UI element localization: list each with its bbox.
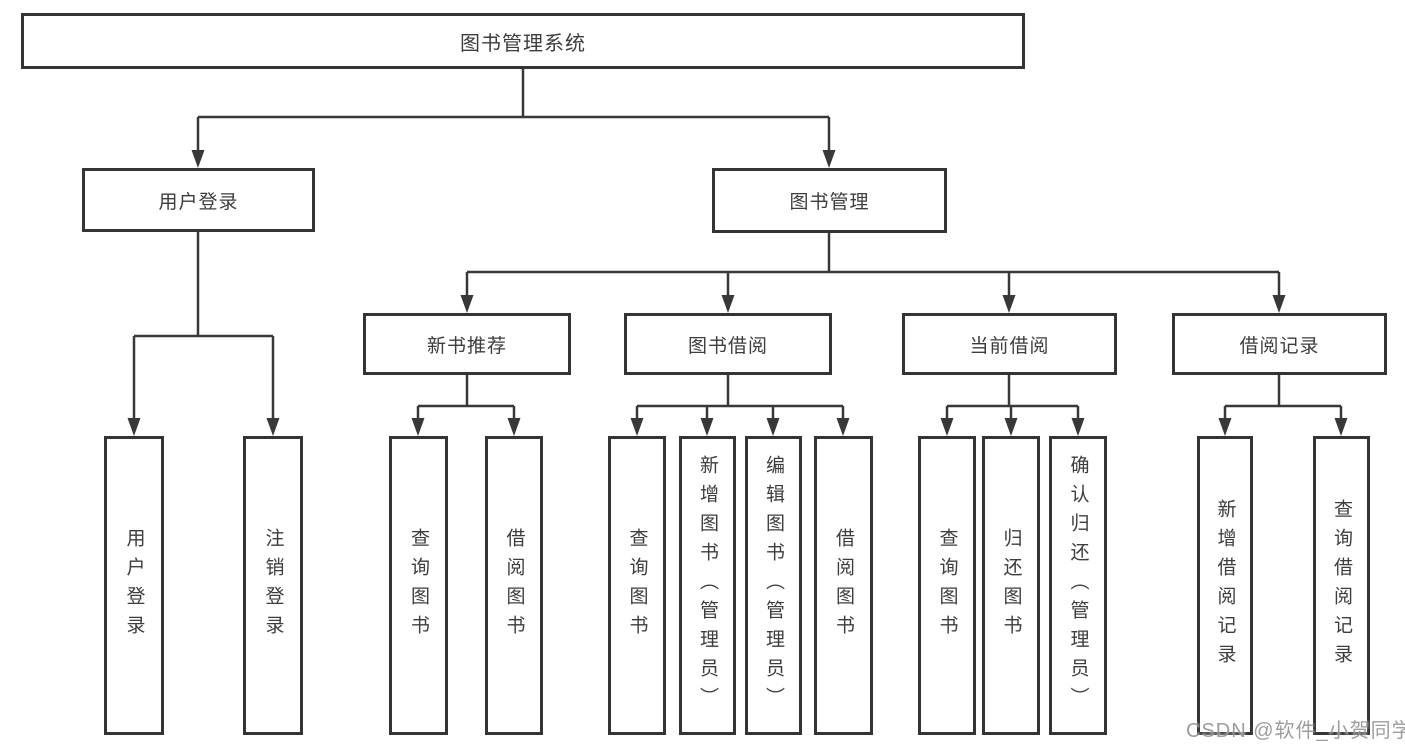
connector-new-book-recommend-children (411, 375, 521, 436)
leaf-borrowing-add-books-admin-label: 新增图书（管理员） (697, 455, 718, 716)
connector-book-management-children (460, 233, 1286, 313)
leaf-borrowing-borrow-books-label: 借阅图书 (833, 527, 854, 644)
node-book-borrowing-label: 图书借阅 (687, 335, 768, 357)
connector-borrowing-records-children (1218, 375, 1348, 436)
leaf-recommend-query-books: 查询图书 (389, 436, 448, 735)
connector-root-to-level2 (191, 69, 836, 168)
leaf-current-confirm-return-admin-label: 确认归还（管理员） (1067, 455, 1089, 716)
leaf-records-add-record: 新增借阅记录 (1197, 436, 1253, 735)
node-book-management: 图书管理 (712, 168, 947, 233)
node-borrowing-records: 借阅记录 (1172, 313, 1387, 375)
leaf-records-query-record: 查询借阅记录 (1313, 436, 1370, 735)
leaf-user-login-label: 用户登录 (123, 527, 145, 644)
node-book-management-label: 图书管理 (789, 192, 870, 213)
leaf-borrowing-borrow-books: 借阅图书 (814, 436, 873, 735)
leaf-recommend-borrow-books: 借阅图书 (485, 436, 543, 735)
leaf-borrowing-edit-books-admin: 编辑图书（管理员） (745, 436, 802, 735)
node-new-book-recommend-label: 新书推荐 (426, 335, 507, 357)
node-borrowing-records-label: 借阅记录 (1239, 335, 1320, 357)
node-current-borrowing-label: 当前借阅 (969, 335, 1050, 357)
node-new-book-recommend: 新书推荐 (363, 313, 571, 375)
node-user-login-label: 用户登录 (158, 191, 239, 213)
leaf-logout-label: 注销登录 (262, 527, 284, 644)
node-current-borrowing: 当前借阅 (902, 313, 1117, 375)
node-book-borrowing: 图书借阅 (624, 313, 832, 375)
leaf-borrowing-edit-books-admin-label: 编辑图书（管理员） (763, 455, 784, 716)
leaf-user-login: 用户登录 (104, 436, 164, 735)
leaf-recommend-query-books-label: 查询图书 (408, 527, 429, 644)
leaf-current-query-books-label: 查询图书 (936, 527, 958, 644)
connector-book-borrowing-children (630, 375, 850, 436)
node-book-management-system: 图书管理系统 (21, 13, 1025, 69)
leaf-records-add-record-label: 新增借阅记录 (1214, 498, 1236, 673)
leaf-current-return-books-label: 归还图书 (1000, 527, 1022, 644)
leaf-logout: 注销登录 (243, 436, 303, 735)
leaf-borrowing-add-books-admin: 新增图书（管理员） (679, 436, 736, 735)
leaf-current-query-books: 查询图书 (918, 436, 976, 735)
node-user-login: 用户登录 (82, 168, 315, 232)
leaf-recommend-borrow-books-label: 借阅图书 (503, 527, 525, 644)
leaf-borrowing-query-books-label: 查询图书 (626, 527, 648, 644)
leaf-current-return-books: 归还图书 (982, 436, 1040, 735)
node-book-management-system-label: 图书管理系统 (460, 32, 586, 55)
leaf-borrowing-query-books: 查询图书 (608, 436, 666, 735)
leaf-current-confirm-return-admin: 确认归还（管理员） (1049, 436, 1107, 735)
connector-current-borrowing-children (940, 375, 1085, 436)
connector-user-login-children (127, 232, 280, 436)
leaf-records-query-record-label: 查询借阅记录 (1331, 498, 1352, 673)
